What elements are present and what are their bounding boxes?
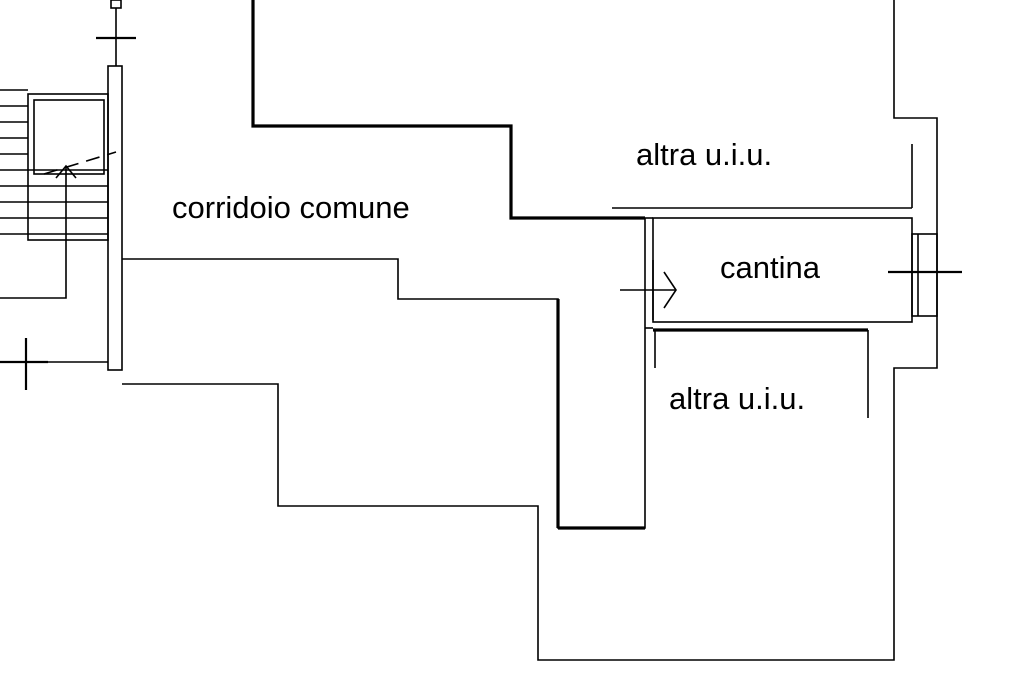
other-unit-partitions (612, 144, 913, 418)
cellar-label: cantina (720, 250, 821, 285)
cellar-window (911, 233, 938, 317)
stair-area (0, 0, 136, 390)
other-unit-top-label: altra u.i.u. (636, 137, 772, 172)
stair-inner (33, 99, 105, 175)
right-outer-wall (122, 0, 938, 661)
stair-run-line (0, 168, 67, 299)
top-left-wall (251, 0, 645, 220)
left-column-wall (107, 65, 123, 371)
stair-break-line (43, 151, 117, 175)
cellar-entrance-arrow-icon (663, 271, 677, 309)
stair-arrow-icon (55, 164, 77, 179)
other-unit-bottom-label: altra u.i.u. (669, 381, 805, 416)
cellar-room (620, 217, 962, 329)
top-duct (110, 0, 122, 9)
stair-landing (27, 93, 109, 241)
corridor-label: corridoio comune (172, 190, 410, 225)
outer-boundary (122, 0, 938, 661)
lower-step-wall (122, 218, 646, 529)
